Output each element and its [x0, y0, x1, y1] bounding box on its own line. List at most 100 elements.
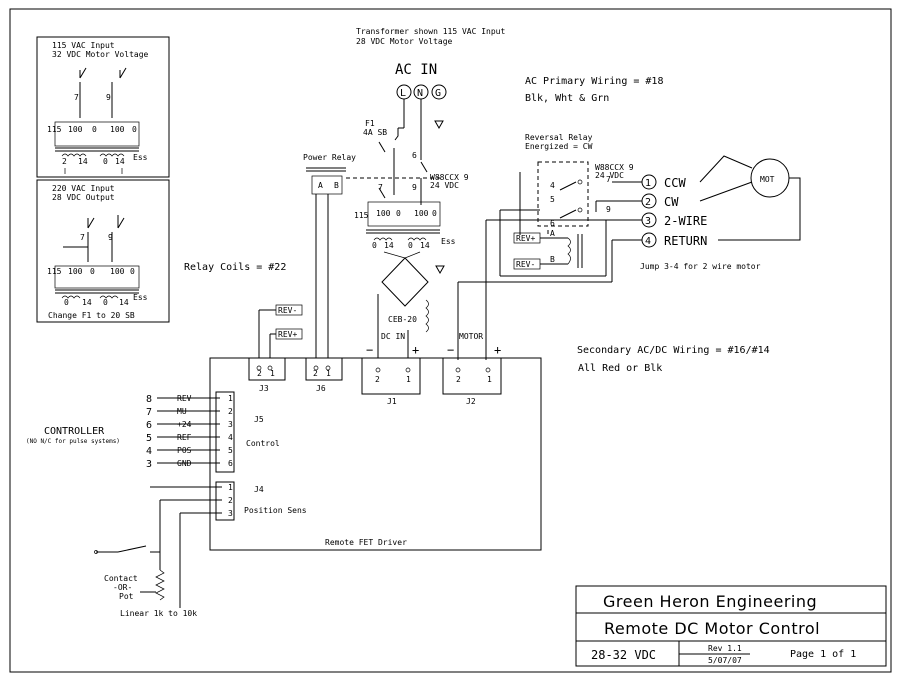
inset-bottom-footer: Change F1 to 20 SB: [48, 311, 135, 320]
svg-text:115: 115: [354, 211, 369, 220]
svg-text:0: 0: [372, 241, 377, 250]
svg-text:2: 2: [313, 369, 318, 378]
motor-label: MOT: [760, 175, 775, 184]
svg-text:2-WIRE: 2-WIRE: [664, 214, 707, 228]
svg-text:A: A: [550, 229, 555, 238]
svg-text:J5: J5: [254, 415, 264, 424]
svg-text:2: 2: [228, 407, 233, 416]
svg-text:0: 0: [408, 241, 413, 250]
svg-text:0: 0: [396, 209, 401, 218]
controller-subtitle: (NO N/C for pulse systems): [26, 438, 120, 445]
svg-text:7: 7: [606, 175, 611, 184]
svg-text:0: 0: [64, 298, 69, 307]
svg-text:REV-: REV-: [278, 306, 297, 315]
svg-text:6: 6: [146, 420, 152, 431]
svg-text:0: 0: [103, 157, 108, 166]
svg-text:0: 0: [103, 298, 108, 307]
relay-voltage: 24 VDC: [430, 181, 459, 190]
svg-text:115: 115: [47, 125, 62, 134]
svg-text:2: 2: [62, 157, 67, 166]
inset-top-line1: 115 VAC Input: [52, 41, 115, 50]
rectifier-label: CEB-20: [388, 315, 417, 324]
connector-j5: [215, 391, 235, 473]
secondary-wiring-2: All Red or Blk: [578, 363, 662, 374]
svg-text:2: 2: [228, 496, 233, 505]
connector-j2: [442, 357, 502, 395]
connector-j6: [305, 357, 343, 381]
rev-relay-model: W88CCX 9: [595, 163, 634, 172]
dc-minus: −: [366, 343, 373, 357]
date: 5/07/07: [708, 656, 742, 665]
primary-wiring-2: Blk, Wht & Grn: [525, 93, 609, 104]
svg-text:14: 14: [78, 157, 88, 166]
svg-text:4: 4: [550, 181, 555, 190]
svg-text:A: A: [318, 181, 323, 190]
connector-j3: [248, 357, 286, 381]
svg-text:Ess: Ess: [133, 293, 148, 302]
svg-text:5: 5: [228, 446, 233, 455]
driver-title: Remote FET Driver: [325, 538, 407, 547]
svg-text:RETURN: RETURN: [664, 234, 707, 248]
relay-coils-note: Relay Coils = #22: [184, 262, 286, 273]
contact-label: Contact: [104, 574, 138, 583]
revision: Rev 1.1: [708, 644, 742, 653]
svg-text:REV-: REV-: [516, 260, 535, 269]
svg-text:Ess: Ess: [441, 237, 456, 246]
svg-text:Ess: Ess: [133, 153, 148, 162]
dc-plus: +: [412, 343, 419, 357]
power-relay-coil: [311, 175, 343, 195]
svg-text:14: 14: [384, 241, 394, 250]
inset-bottom-line2: 28 VDC Output: [52, 193, 115, 202]
svg-text:9: 9: [412, 183, 417, 192]
svg-text:7: 7: [146, 407, 152, 418]
svg-text:9: 9: [108, 233, 113, 242]
svg-text:100: 100: [376, 209, 391, 218]
svg-text:0: 0: [132, 125, 137, 134]
motor-plus: +: [494, 343, 501, 357]
svg-text:J4: J4: [254, 485, 264, 494]
svg-text:7: 7: [74, 93, 79, 102]
svg-text:REV+: REV+: [278, 330, 297, 339]
svg-text:7: 7: [378, 183, 383, 192]
control-label: Control: [246, 439, 280, 448]
svg-text:1: 1: [270, 369, 275, 378]
transformer-note-2: 28 VDC Motor Voltage: [356, 37, 453, 46]
svg-text:B: B: [334, 181, 339, 190]
motor-minus: −: [447, 343, 454, 357]
drawing-title: Remote DC Motor Control: [604, 619, 820, 638]
svg-text:100: 100: [68, 267, 83, 276]
bridge-rectifier: CEB-20: [381, 251, 429, 333]
svg-text:J3: J3: [259, 384, 269, 393]
svg-text:4: 4: [228, 433, 233, 442]
svg-text:J1: J1: [387, 397, 397, 406]
j4-pins: 1 2 3: [150, 483, 233, 608]
reversal-relay-contacts: [537, 161, 589, 227]
fuse-rating: 4A SB: [363, 128, 387, 137]
fuse-label: F1: [365, 119, 375, 128]
svg-text:L: L: [400, 88, 406, 99]
svg-text:J6: J6: [316, 384, 326, 393]
svg-text:5: 5: [146, 433, 152, 444]
svg-text:4: 4: [146, 446, 152, 457]
svg-text:CW: CW: [664, 195, 679, 209]
svg-text:14: 14: [82, 298, 92, 307]
svg-text:9: 9: [106, 93, 111, 102]
rev-relay-voltage: 24 VDC: [595, 171, 624, 180]
svg-text:0: 0: [130, 267, 135, 276]
reversal-relay-1: Reversal Relay: [525, 133, 593, 142]
svg-text:1: 1: [228, 483, 233, 492]
svg-text:6: 6: [412, 151, 417, 160]
svg-text:115: 115: [47, 267, 62, 276]
ac-terminals: L N G: [396, 84, 447, 100]
motor-connector-label: MOTOR: [459, 332, 483, 341]
svg-text:8: 8: [146, 394, 152, 405]
svg-text:100: 100: [110, 267, 125, 276]
svg-text:B: B: [550, 255, 555, 264]
svg-text:0: 0: [92, 125, 97, 134]
svg-text:1: 1: [645, 178, 651, 189]
pot-label: Pot: [119, 592, 134, 601]
linear-label: Linear 1k to 10k: [120, 609, 197, 618]
